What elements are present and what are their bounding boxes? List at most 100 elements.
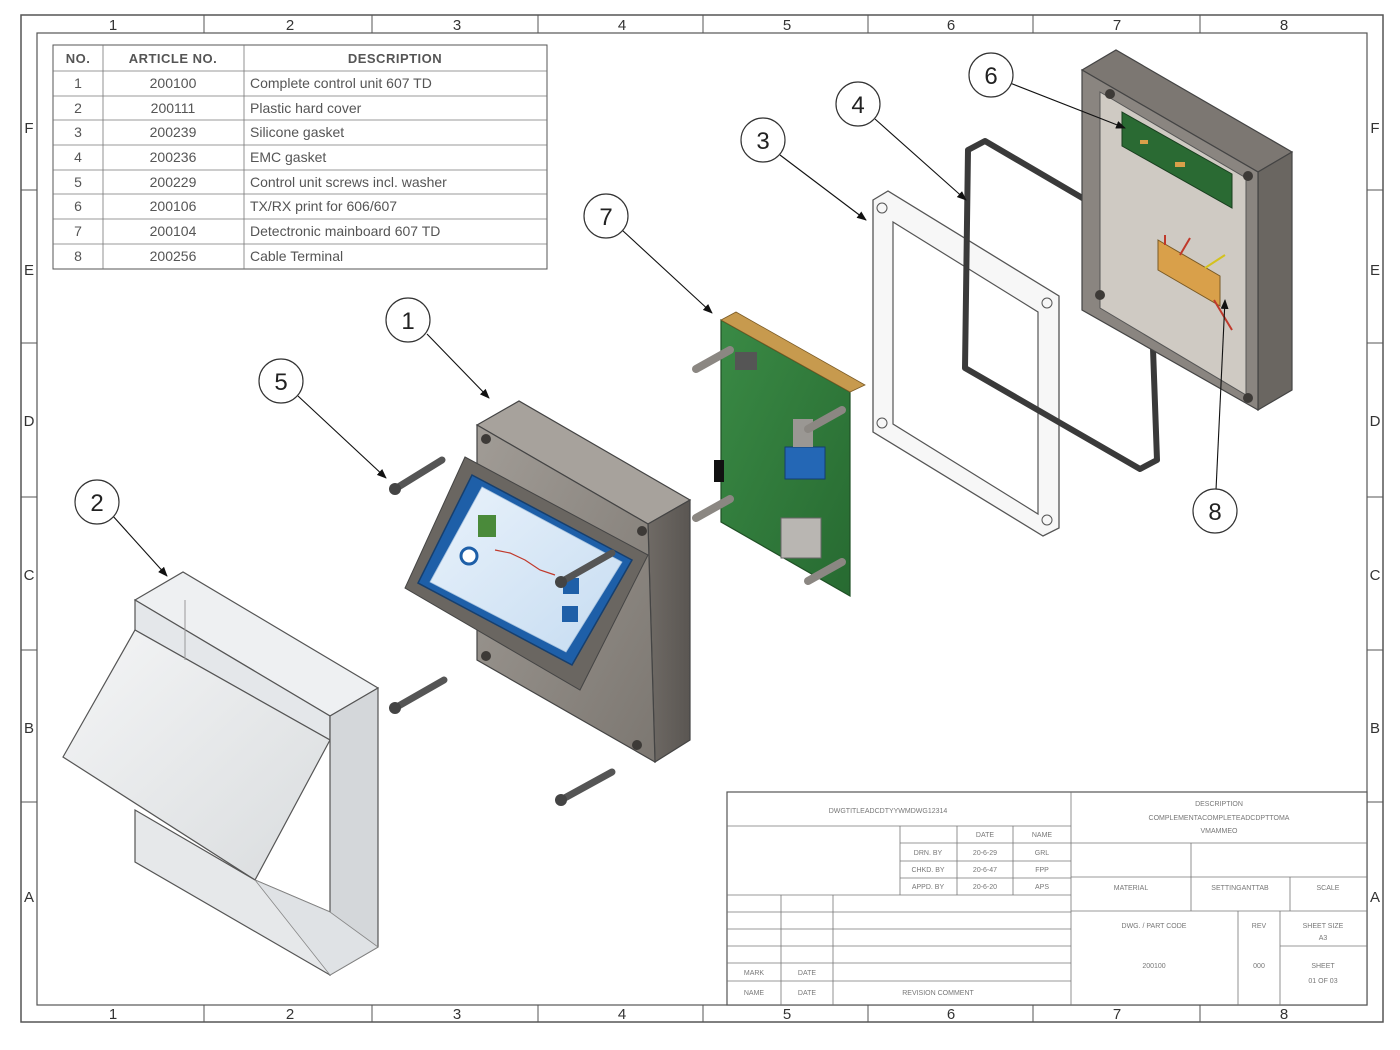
bom-cell-description: EMC gasket bbox=[250, 149, 326, 165]
bom-header-article: ARTICLE NO. bbox=[129, 51, 218, 66]
callout-balloons: 1 2 3 4 5 6 7 8 bbox=[74, 52, 1238, 534]
callout-balloon: 5 bbox=[258, 358, 304, 404]
drawn-date: 20-6-29 bbox=[973, 850, 997, 857]
bom-cell-no: 6 bbox=[74, 198, 82, 214]
zone-col-top: 6 bbox=[947, 17, 955, 34]
approved-name: APS bbox=[1035, 884, 1049, 891]
checked-date: 20-6-47 bbox=[973, 867, 997, 874]
drawn-by-label: DRN. BY bbox=[914, 850, 943, 857]
txrx-print bbox=[1121, 111, 1233, 209]
zone-col-bottom: 6 bbox=[947, 1006, 955, 1023]
initials-label: NAME bbox=[744, 990, 765, 997]
bom-cell-no: 7 bbox=[74, 223, 82, 239]
callout-balloon: 3 bbox=[740, 117, 786, 163]
zone-col-top: 5 bbox=[783, 17, 791, 34]
callout-number: 3 bbox=[756, 128, 769, 155]
checked-by-label: CHKD. BY bbox=[911, 867, 944, 874]
callout-balloon: 4 bbox=[835, 81, 881, 127]
zone-col-bottom: 5 bbox=[783, 1006, 791, 1023]
date-col-label: DATE bbox=[798, 970, 816, 977]
zone-col-bottom: 4 bbox=[618, 1006, 626, 1023]
emc-gasket-part bbox=[962, 138, 1160, 472]
bom-cell-no: 8 bbox=[74, 248, 82, 264]
screw bbox=[389, 456, 446, 495]
zone-row-right: B bbox=[1370, 720, 1380, 737]
callout-balloon: 2 bbox=[74, 479, 120, 525]
callout-number: 4 bbox=[851, 92, 864, 119]
bom-cell-description: Complete control unit 607 TD bbox=[250, 75, 432, 91]
bom-cell-description: Detectronic mainboard 607 TD bbox=[250, 223, 440, 239]
zone-row-left: B bbox=[24, 720, 34, 737]
zone-col-bottom: 8 bbox=[1280, 1006, 1288, 1023]
scale-label: SCALE bbox=[1317, 885, 1340, 892]
screw bbox=[555, 768, 616, 806]
bom-header-no: NO. bbox=[66, 51, 91, 66]
date-col-label: DATE bbox=[798, 990, 816, 997]
bom-cell-description: Plastic hard cover bbox=[250, 100, 362, 116]
bom-cell-article: 200256 bbox=[150, 248, 197, 264]
description-line: COMPLEMENTACOMPLETEADCDPTTOMA bbox=[1149, 815, 1290, 822]
callout-number: 1 bbox=[401, 308, 414, 335]
zone-row-left: C bbox=[24, 567, 35, 584]
bom-cell-article: 200229 bbox=[150, 174, 197, 190]
zone-row-left: E bbox=[24, 262, 34, 279]
sheet-value: 01 OF 03 bbox=[1308, 978, 1337, 985]
callout-number: 8 bbox=[1208, 499, 1221, 526]
bom-cell-no: 4 bbox=[74, 149, 82, 165]
drawn-name: GRL bbox=[1035, 850, 1050, 857]
callout-balloon: 6 bbox=[968, 52, 1014, 98]
callout-number: 7 bbox=[599, 204, 612, 231]
leader-lines bbox=[111, 82, 1229, 577]
bom-cell-no: 1 bbox=[74, 75, 82, 91]
screw bbox=[389, 676, 448, 714]
rev-value: 000 bbox=[1253, 963, 1265, 970]
title-block: DWGTITLEADCDTYYWMDWG12314 DESCRIPTION CO… bbox=[726, 791, 1368, 1006]
checked-name: FPP bbox=[1035, 867, 1049, 874]
bom-cell-no: 5 bbox=[74, 174, 82, 190]
zone-row-left: D bbox=[24, 413, 35, 430]
bom-cell-article: 200106 bbox=[150, 198, 197, 214]
treatment-label: SETTINGANTTAB bbox=[1211, 885, 1269, 892]
callout-number: 6 bbox=[984, 63, 997, 90]
bom-cell-no: 2 bbox=[74, 100, 82, 116]
part-code: 200100 bbox=[1142, 963, 1165, 970]
material-label: MATERIAL bbox=[1114, 885, 1149, 892]
zone-row-right: F bbox=[1370, 120, 1379, 137]
zone-row-left: A bbox=[24, 889, 34, 906]
name-header: NAME bbox=[1032, 832, 1053, 839]
mark-label: MARK bbox=[744, 970, 765, 977]
zone-col-bottom: 1 bbox=[109, 1006, 117, 1023]
plastic-cover-part bbox=[62, 571, 380, 977]
back-enclosure-part bbox=[1080, 49, 1294, 412]
revision-comment-label: REVISION COMMENT bbox=[902, 990, 974, 997]
screw bbox=[555, 549, 616, 588]
description-line: VMAMMEO bbox=[1201, 828, 1239, 835]
bom-table: NO. ARTICLE NO. DESCRIPTION 1 200100 Com… bbox=[52, 44, 548, 270]
bom-cell-article: 200100 bbox=[150, 75, 197, 91]
zone-row-right: D bbox=[1370, 413, 1381, 430]
zone-col-top: 4 bbox=[618, 17, 626, 34]
zone-col-top: 1 bbox=[109, 17, 117, 34]
description-label: DESCRIPTION bbox=[1195, 801, 1243, 808]
bom-cell-description: TX/RX print for 606/607 bbox=[250, 198, 397, 214]
control-unit-part bbox=[404, 400, 692, 764]
mainboard-part bbox=[692, 311, 866, 598]
part-code-label: DWG. / PART CODE bbox=[1122, 923, 1187, 930]
bom-cell-article: 200104 bbox=[150, 223, 197, 239]
zone-col-bottom: 3 bbox=[453, 1006, 461, 1023]
zone-col-top: 3 bbox=[453, 17, 461, 34]
bom-cell-article: 200236 bbox=[150, 149, 197, 165]
approved-by-label: APPD. BY bbox=[912, 884, 945, 891]
zone-row-right: E bbox=[1370, 262, 1380, 279]
zone-row-right: C bbox=[1370, 567, 1381, 584]
date-header: DATE bbox=[976, 832, 994, 839]
zone-col-top: 2 bbox=[286, 17, 294, 34]
sheet-size-label: SHEET SIZE bbox=[1303, 923, 1344, 930]
sheet-label: SHEET bbox=[1311, 963, 1335, 970]
zone-row-left: F bbox=[24, 120, 33, 137]
bom-cell-description: Cable Terminal bbox=[250, 248, 343, 264]
zone-col-bottom: 2 bbox=[286, 1006, 294, 1023]
bom-header-description: DESCRIPTION bbox=[348, 51, 442, 66]
zone-labels: 1 2 3 4 5 6 7 8 1 2 3 4 5 6 7 8 F E D C … bbox=[24, 17, 1381, 1023]
